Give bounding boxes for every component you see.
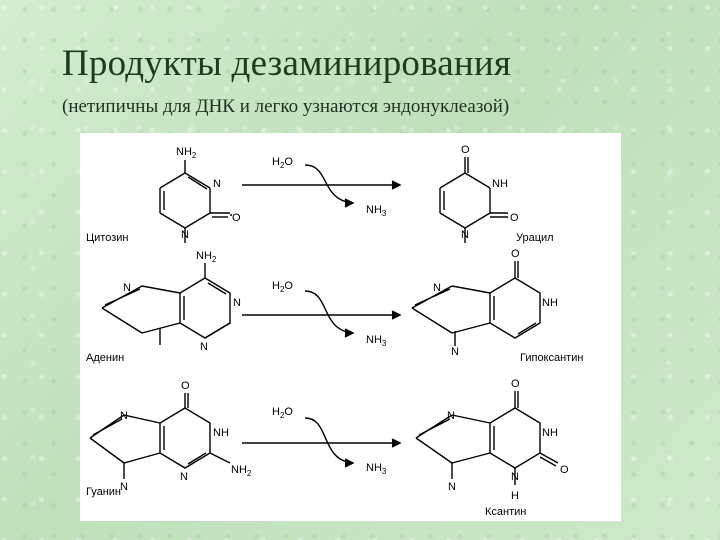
atom-label: N [120,481,128,493]
slide-subtitle: (нетипичны для ДНК и легко узнаются эндо… [62,96,510,117]
water-label: H2O [272,156,293,170]
labels: NH2 N O N Цитозин O NH O N Урацил H2O NH… [86,144,583,518]
atom-label: NH [542,427,558,439]
adenine-structure [101,263,231,345]
product-name: Ксантин [485,506,526,518]
atom-label: N [511,471,519,483]
deamination-figure: NH2 N O N Цитозин O NH O N Урацил H2O NH… [80,133,621,521]
atom-label: N [180,471,188,483]
ammonia-label: NH3 [366,204,387,218]
atom-label: NH [492,178,508,190]
atom-label: N [213,178,221,190]
water-label: H2O [272,280,293,294]
substrate-name: Цитозин [86,232,128,244]
atom-label: O [560,464,569,476]
atom-label: NH2 [196,250,217,264]
ammonia-label: NH3 [366,334,387,348]
atom-label: N [120,410,128,422]
atom-label: NH2 [231,464,252,478]
atom-label: N [181,229,189,241]
guanine-structure [89,393,231,479]
cytosine-structure [159,160,232,243]
atom-label: O [461,144,470,156]
atom-label: N [433,282,441,294]
atom-label: N [448,481,456,493]
atom-label: N [451,346,459,358]
atom-label: N [233,297,241,309]
atom-label: O [232,212,241,224]
atom-label: H [511,490,519,502]
water-label: H2O [272,406,293,420]
hypoxanthine-structure [411,261,541,346]
xanthine-structure [415,391,559,485]
atom-label: N [461,229,469,241]
ammonia-label: NH3 [366,462,387,476]
substrate-name: Гуанин [86,486,121,498]
slide-title: Продукты дезаминирования [62,43,512,84]
atom-label: NH [542,297,558,309]
atom-label: O [510,212,519,224]
product-name: Гипоксантин [520,352,583,364]
substrate-name: Аденин [86,352,124,364]
atom-label: N [447,410,455,422]
reaction-diagram: NH2 N O N Цитозин O NH O N Урацил H2O NH… [86,144,583,518]
atom-label: NH2 [176,146,197,160]
atom-label: O [511,378,520,390]
atom-label: N [200,341,208,353]
product-name: Урацил [516,232,554,244]
uracil-structure [439,157,508,243]
atom-label: NH [213,427,229,439]
atom-label: N [123,282,131,294]
reaction-arrows [242,164,402,468]
atom-label: O [511,248,520,260]
atom-label: O [181,380,190,392]
